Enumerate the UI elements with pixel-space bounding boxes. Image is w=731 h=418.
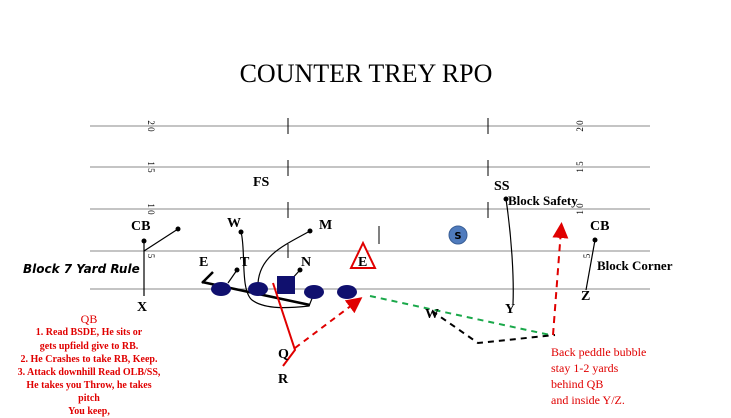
text-mark: 1 5	[146, 161, 156, 173]
g-mark	[141, 196, 598, 273]
qb-read-notes: QB 1. Read BSDE, He sits or gets upfield…	[18, 312, 161, 417]
text-mark: 1 0	[146, 203, 156, 215]
nose: N	[301, 255, 311, 270]
circle-mark	[141, 238, 147, 244]
yard-numbers: 2 0 1 5 1 0 5 2 0 1 5 1 0 5	[146, 120, 592, 259]
e-left: E	[199, 255, 208, 270]
offensive-line	[211, 276, 357, 299]
w-linebacker: W	[227, 216, 241, 231]
text-mark: 1. Read BSDE, He sits or	[36, 327, 143, 338]
text-mark: 2 0	[575, 120, 585, 132]
quarterback: Q	[278, 347, 289, 362]
m-linebacker: M	[319, 218, 332, 233]
x-receiver: X	[137, 300, 147, 315]
line-mark	[585, 239, 596, 291]
free-safety: FS	[253, 175, 270, 190]
circle-mark	[234, 267, 240, 273]
text-mark: Back peddle bubble	[551, 345, 646, 359]
w-back: W	[425, 307, 439, 322]
text-mark: pitch	[78, 393, 100, 404]
qb-path	[272, 282, 297, 367]
text-mark: behind QB	[551, 377, 603, 391]
text-mark: 2 0	[146, 120, 156, 132]
g-mark: CB W M E T N E FS SS CB X W Y Z Q R Bloc…	[131, 175, 673, 387]
read-end-triangle	[349, 240, 377, 269]
text-mark: 2. He Crashes to take RB, Keep.	[21, 354, 158, 365]
bubble-throw-arrow	[552, 222, 569, 336]
text-mark: 1 0	[575, 203, 585, 215]
bubble-notes: Back peddle bubble stay 1-2 yards behind…	[551, 345, 646, 407]
circle-mark	[175, 226, 181, 232]
circle-mark	[238, 229, 244, 235]
lineman	[304, 285, 324, 299]
text-mark: You keep,	[68, 406, 110, 417]
text-mark: 5	[582, 253, 592, 258]
text-mark: 3. Attack downhill Read OLB/SS,	[18, 367, 161, 378]
text-mark: 5	[146, 254, 156, 259]
z-receiver: Z	[581, 289, 590, 304]
cb-left: CB	[131, 219, 150, 234]
text-mark: S	[454, 231, 461, 242]
circle-mark	[297, 267, 303, 273]
block-corner-note: Block Corner	[597, 258, 673, 273]
cb-right: CB	[590, 219, 609, 234]
line-mark	[201, 271, 214, 284]
text-mark: 1 5	[575, 161, 585, 173]
center	[277, 276, 295, 294]
e-right: E	[358, 255, 367, 270]
line-mark	[143, 228, 179, 252]
text-mark: QB	[81, 312, 98, 326]
pitch-path	[369, 295, 551, 336]
block-7-note: Block 7 Yard Rule	[23, 262, 140, 276]
bubble-path	[431, 310, 556, 345]
running-back: R	[278, 372, 289, 387]
circle-mark	[592, 237, 598, 243]
tackle: T	[240, 255, 250, 270]
qb-keep-arrow	[294, 297, 363, 349]
block-safety-note: Block Safety	[508, 193, 578, 208]
text-mark: stay 1-2 yards	[551, 361, 619, 375]
text-mark: and inside Y/Z.	[551, 393, 625, 407]
hash-marks	[287, 118, 489, 258]
safety-player	[448, 225, 468, 245]
circle-mark	[503, 196, 509, 202]
strong-safety: SS	[494, 179, 510, 194]
text-mark: He takes you Throw, he takes	[26, 380, 151, 391]
line-mark	[227, 269, 238, 284]
yard-lines	[90, 125, 650, 290]
text-mark: gets upfield give to RB.	[40, 341, 139, 352]
lineman	[337, 285, 357, 299]
circle-mark	[307, 228, 313, 234]
play-title: COUNTER TREY RPO	[240, 59, 493, 88]
y-receiver: Y	[505, 302, 515, 317]
lineman	[211, 282, 231, 296]
lineman	[248, 282, 268, 296]
